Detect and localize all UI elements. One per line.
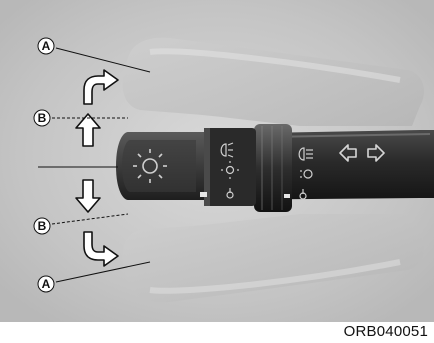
callout-b-bottom-label: B: [38, 219, 47, 233]
callout-a-bottom: A: [38, 276, 54, 292]
fog-light-ring[interactable]: [254, 124, 292, 212]
figure-code: ORB040051: [344, 323, 428, 340]
callout-a-top-label: A: [42, 39, 51, 53]
callout-b-bottom: B: [34, 218, 50, 234]
position-pointer: [200, 192, 207, 197]
callout-a-bottom-label: A: [42, 277, 51, 291]
ring-pointer: [284, 194, 290, 198]
callout-a-top: A: [38, 38, 54, 54]
callout-b-top: B: [34, 110, 50, 126]
callout-b-top-label: B: [38, 111, 47, 125]
